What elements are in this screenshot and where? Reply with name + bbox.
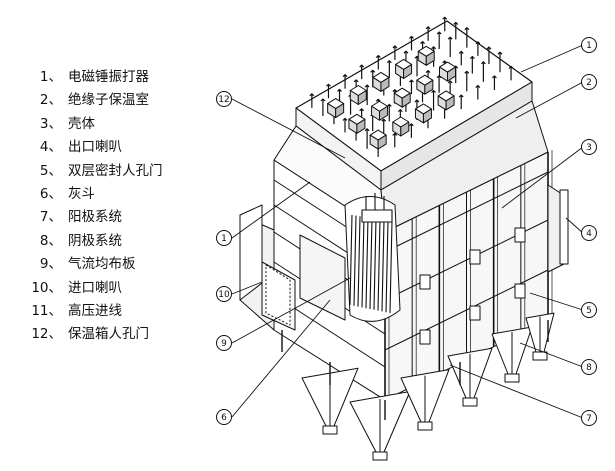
ash-hoppers [301,312,555,461]
callout-4: 4 [581,225,597,241]
cutaway-electrodes [344,193,401,322]
callout-10: 10 [216,286,232,302]
legend-item: 10、进口喇叭 [31,279,122,296]
callout-3: 3 [581,139,597,155]
callout-5: 5 [581,302,597,318]
callout-label: 1 [586,41,592,51]
callout-label: 1 [221,234,227,244]
callout-7: 7 [581,410,597,426]
callout-label: 8 [586,363,592,373]
callout-9: 9 [216,335,232,351]
legend-item: 3、壳体 [39,115,95,132]
callout-label: 10 [218,290,230,300]
callout-1: 1 [216,230,232,246]
callout-6: 6 [216,409,232,425]
legend-item: 6、灰斗 [39,185,95,202]
legend-item: 1、电磁锤振打器 [39,69,149,85]
legend-item: 8、阴极系统 [39,232,122,249]
callout-8: 8 [581,359,597,375]
callout-label: 2 [586,78,592,88]
manhole-doors [419,227,526,345]
legend-item: 9、气流均布板 [39,256,136,273]
insulator-boxes [327,45,456,150]
legend-item: 12、保温箱人孔门 [31,326,149,343]
outlet-horn [547,184,569,273]
callout-2: 2 [581,74,597,90]
callout-label: 3 [586,143,592,153]
legend-item: 7、阳极系统 [39,209,122,226]
callout-label: 9 [221,339,227,349]
roof-top [295,16,533,191]
callout-label: 7 [586,414,592,424]
callout-1: 1 [581,37,597,53]
callout-12: 12 [216,91,232,107]
legend-item: 2、绝缘子保温室 [39,92,149,109]
callout-label: 5 [586,306,592,316]
legend-item: 4、出口喇叭 [39,139,122,156]
support-legs [281,320,549,420]
callout-label: 6 [221,413,227,423]
component-legend: 1、电磁锤振打器 2、绝缘子保温室 3、壳体 4、出口喇叭 5、双层密封人孔门 … [24,66,163,347]
legend-item: 5、双层密封人孔门 [39,162,163,179]
legend-item: 11、高压进线 [31,302,122,319]
callout-label: 4 [586,229,592,239]
callout-label: 12 [218,95,229,105]
callout-leaders [231,44,584,419]
